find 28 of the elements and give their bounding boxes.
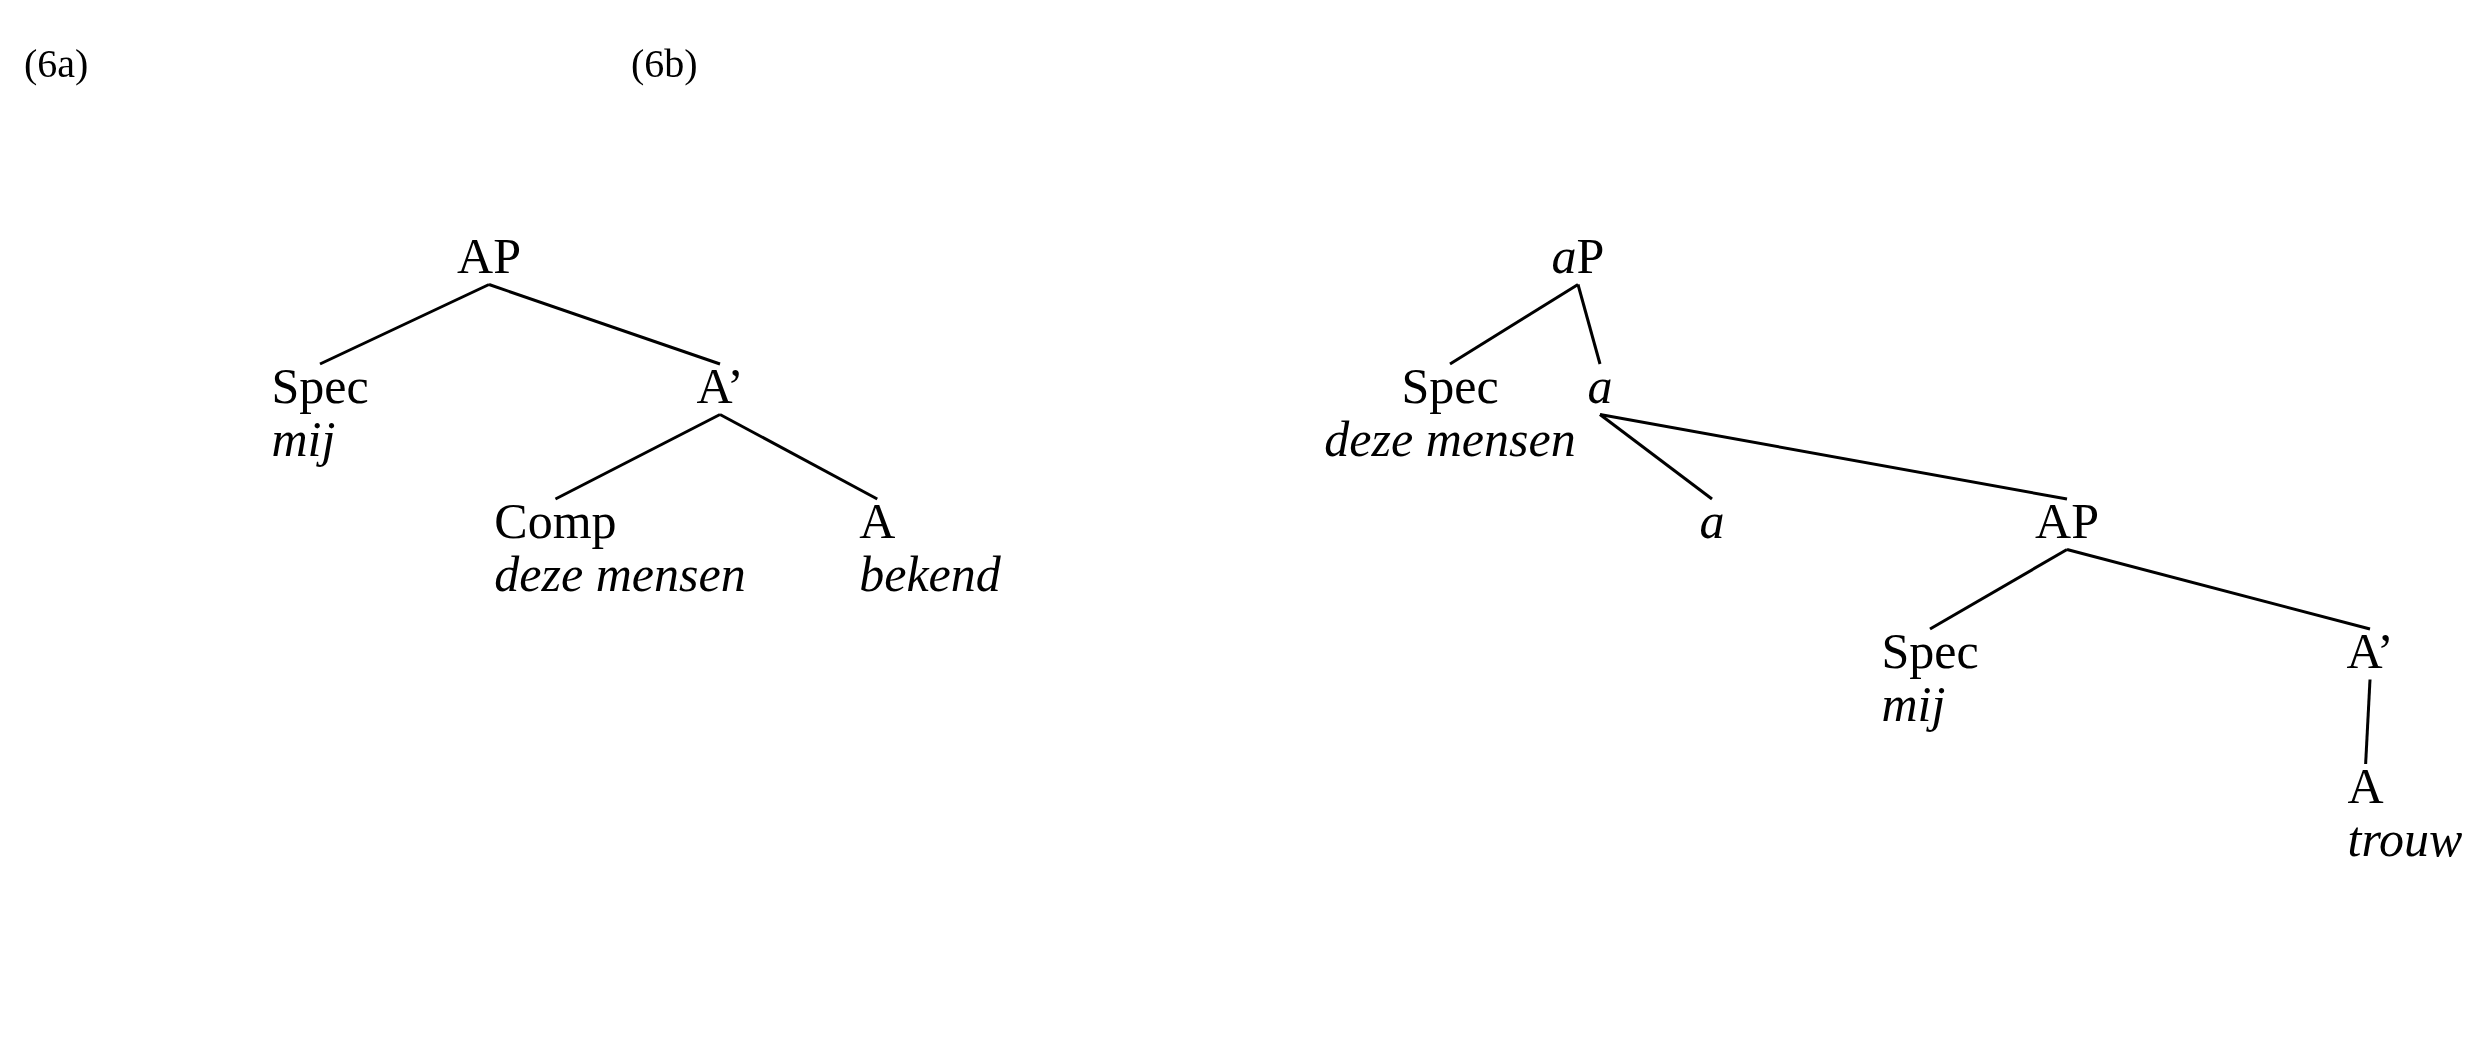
word-label: trouw [2347,812,2463,865]
tree-branch-line [554,413,721,501]
category-label: A’ [2346,625,2394,678]
tree-branch-line [1599,413,1713,501]
word-label: bekend [859,547,1001,600]
example-number: (6b) [631,40,698,87]
category-label: Comp [494,495,617,548]
tree-branch-line [1576,284,1602,365]
category-label: A [859,495,896,548]
category-label: a [1699,495,1725,548]
category-label: Spec [1401,360,1499,413]
tree-branch-line [319,283,490,366]
tree-branch-line [1599,413,2068,501]
tree-branch-line [1449,283,1579,366]
example-number: (6a) [24,40,89,87]
tree-branch-line [719,413,878,501]
category-label: Spec [1881,625,1979,678]
category-label: A’ [696,360,744,413]
tree-branch-line [488,283,721,366]
tree-branch-line [1929,548,2068,631]
category-label: AP [457,230,521,283]
category-label: A [2347,760,2384,813]
tree-branch-line [2066,548,2371,631]
category-label: aP [1551,230,1605,283]
category-label: a [1587,360,1613,413]
tree-branch-line [2364,679,2372,765]
category-label: AP [2035,495,2099,548]
category-label: Spec [271,360,369,413]
